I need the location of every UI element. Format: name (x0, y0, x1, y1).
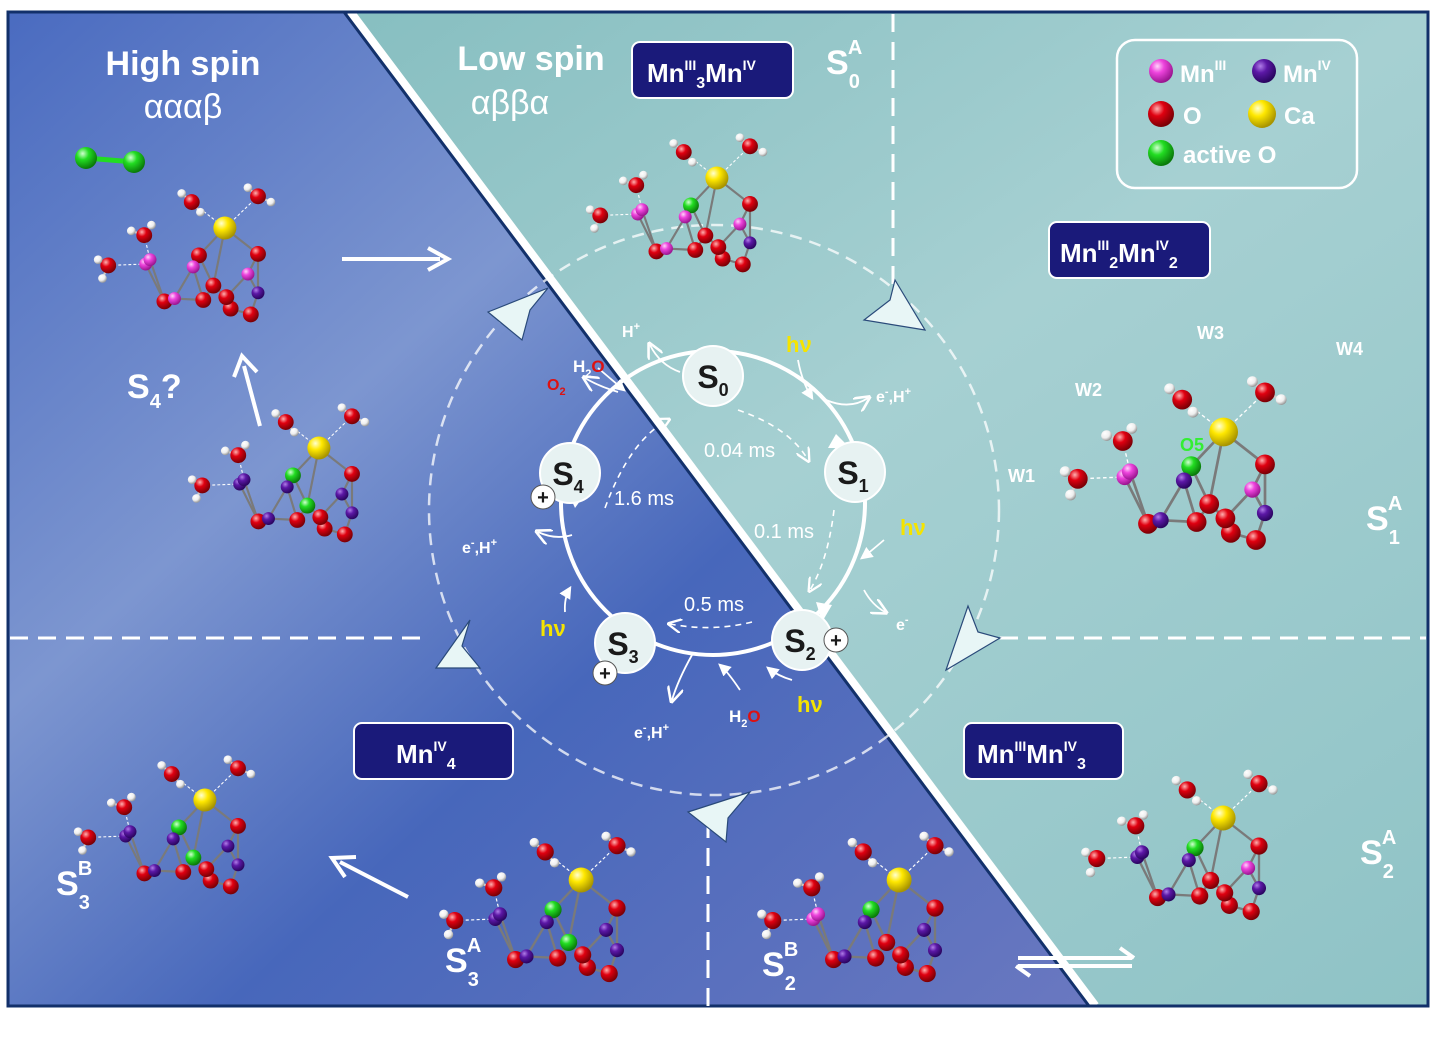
panel-divider-navy (342, 11, 1091, 1007)
svg-text:H+: H+ (622, 321, 640, 341)
svg-text:1.6 ms: 1.6 ms (614, 488, 674, 510)
structure-transition-arrows (232, 246, 1136, 978)
outer-cycle-ring (427, 223, 1001, 797)
svg-text:e-: e- (896, 614, 909, 634)
label-s4-question: S4? (127, 368, 182, 413)
high-spin-subtitle: αααβ (144, 88, 223, 126)
label-s1a: S1A (1366, 493, 1402, 549)
svg-text:S0: S0 (697, 359, 728, 400)
atom-legend: MnIII MnIV O Ca active O (1115, 38, 1359, 190)
label-s3b: S3B (56, 858, 92, 914)
molecular-structures (73, 133, 1287, 983)
svg-text:+: + (537, 487, 549, 509)
label-s0a: S0A (826, 37, 862, 93)
label-s2a: S2A (1360, 827, 1396, 883)
cluster-s2a (1081, 769, 1278, 921)
svg-text:hν: hν (797, 692, 823, 717)
svg-text:MnIII2MnIV2: MnIII2MnIV2 (1060, 237, 1178, 272)
svg-text:MnIV: MnIV (1283, 57, 1332, 88)
svg-text:hν: hν (540, 616, 566, 641)
svg-text:Ca: Ca (1284, 103, 1315, 130)
svg-text:S3: S3 (607, 626, 638, 667)
svg-text:MnIII3MnIV: MnIII3MnIV (647, 57, 757, 92)
water-in-s0: H2O (573, 357, 605, 380)
cluster-s0a (585, 133, 768, 273)
svg-text:0.5 ms: 0.5 ms (684, 594, 744, 616)
high-spin-title: High spin (106, 45, 261, 83)
svg-text:e-,H+: e-,H+ (462, 537, 497, 557)
water-labels: W1 W2 W3 W4 O5 (1008, 323, 1363, 486)
svg-text:O: O (1183, 103, 1202, 130)
svg-text:hν: hν (786, 332, 812, 357)
svg-text:S4: S4 (552, 456, 583, 497)
svg-text:+: + (599, 663, 611, 685)
cluster-s1a (1059, 376, 1287, 550)
cluster-s2b (757, 831, 954, 983)
release-labels: H+ e-,H+ e- e-,H+ e-,H+ (462, 321, 911, 742)
dark-panel-background (8, 12, 1095, 1006)
label-s3a: S3A (445, 935, 481, 991)
cluster-s3b (73, 755, 256, 895)
svg-text:MnIIIMnIV3: MnIIIMnIV3 (977, 738, 1086, 773)
svg-text:S1: S1 (837, 455, 868, 496)
label-mn4-4: MnIV4 (353, 722, 514, 780)
cluster-s3a (439, 831, 636, 983)
cluster-s4-bottom (187, 403, 370, 543)
label-s2b: S2B (762, 939, 798, 995)
cycle-timings: 0.04 ms 0.1 ms 0.5 ms 1.6 ms (614, 440, 814, 616)
svg-text:W1: W1 (1008, 466, 1035, 486)
label-mn3-3-mn4: MnIII3MnIV (631, 41, 794, 99)
svg-text:0.04 ms: 0.04 ms (704, 440, 775, 462)
release-arrows (538, 345, 885, 700)
label-mn3-2-mn4-2: MnIII2MnIV2 (1048, 221, 1211, 279)
panel-divider-white (346, 9, 1099, 1009)
free-o2-molecule (75, 147, 145, 173)
o2-release: O2 (547, 377, 566, 398)
water-in-s3: H2O (729, 707, 761, 730)
photon-labels: hν hν hν hν (540, 332, 926, 717)
svg-text:hν: hν (900, 515, 926, 540)
diagram-frame (6, 10, 1430, 1008)
svg-text:S2: S2 (784, 623, 815, 664)
quadrant-separators (10, 14, 1426, 1014)
svg-text:0.1 ms: 0.1 ms (754, 521, 814, 543)
svg-text:W2: W2 (1075, 380, 1102, 400)
svg-text:e-,H+: e-,H+ (634, 722, 669, 742)
cluster-s4-top (93, 183, 276, 323)
svg-text:O5: O5 (1180, 435, 1204, 455)
hv-arrows (559, 359, 885, 691)
svg-text:+: + (830, 630, 842, 652)
svg-text:e-,H+: e-,H+ (876, 386, 911, 406)
svg-text:MnIII: MnIII (1180, 57, 1226, 88)
low-spin-title: Low spin (457, 40, 604, 78)
svg-text:W4: W4 (1336, 339, 1363, 359)
svg-text:W3: W3 (1197, 323, 1224, 343)
svg-text:active O: active O (1183, 142, 1276, 169)
outer-cycle-arrowheads (434, 278, 1002, 844)
svg-text:MnIV4: MnIV4 (396, 738, 456, 773)
low-spin-subtitle: αββα (471, 84, 549, 122)
state-circles: S0 S1 S2 + S3 + S4 + (530, 345, 886, 686)
label-mn3-mn4-3: MnIIIMnIV3 (963, 722, 1124, 780)
